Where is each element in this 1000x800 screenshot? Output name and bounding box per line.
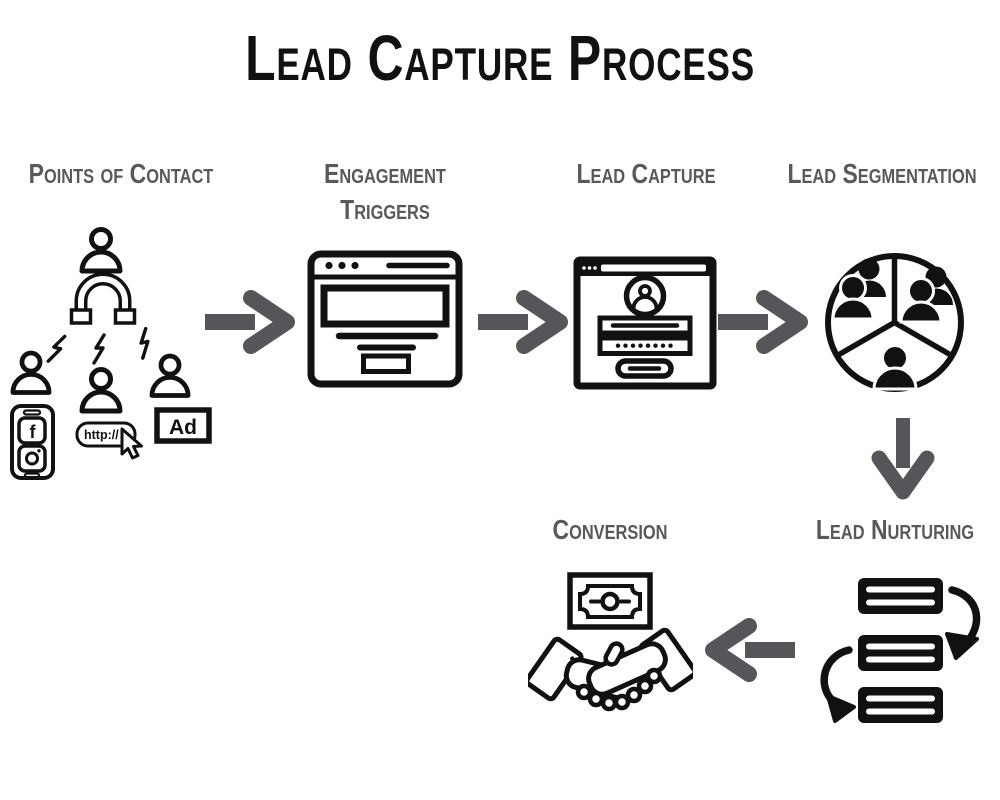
social-phone-icon: f: [10, 404, 55, 480]
profile-avatar-icon: [623, 274, 667, 318]
facebook-letter: f: [30, 422, 37, 442]
diagram-title: Lead Capture Process: [245, 22, 755, 94]
lightning-bolt-icon: [92, 333, 106, 365]
audience-group-icon: [872, 344, 918, 391]
message-sequence-icon: [820, 578, 981, 723]
stage-label-engagement-triggers: Engagement Triggers: [324, 158, 446, 225]
flow-arrow-left-icon: [705, 618, 795, 682]
curved-arrow-down-icon: [820, 646, 856, 723]
banknote-icon: [567, 572, 653, 630]
password-field-icon: [597, 335, 693, 356]
audience-group-icon: [831, 258, 886, 321]
url-text: http://: [84, 428, 119, 442]
person-icon: [13, 353, 49, 392]
flow-arrow-down-icon: [871, 418, 935, 500]
magnet-attracting-people-icon: f http:// Ad: [10, 222, 212, 480]
handshake-icon: [528, 627, 693, 712]
flow-arrow-right-icon: [718, 290, 808, 354]
browser-landing-page-icon: [307, 250, 463, 388]
stage-label-lead-capture: Lead Capture: [576, 158, 716, 189]
flow-arrow-right-icon: [205, 290, 295, 354]
curved-arrow-down-icon: [945, 586, 981, 660]
message-card-icon: [858, 635, 943, 671]
cursor-icon: [120, 427, 143, 460]
username-field-icon: [597, 315, 693, 336]
stage-label-lead-nurturing: Lead Nurturing: [815, 514, 975, 545]
stage-label-lead-segmentation: Lead Segmentation: [787, 158, 977, 189]
audience-group-icon: [899, 266, 953, 324]
person-icon: [82, 370, 120, 412]
facebook-icon: f: [17, 416, 47, 445]
lightning-bolt-icon: [134, 326, 155, 360]
login-form-window-icon: [573, 256, 717, 390]
stage-label-points-of-contact: Points of Contact: [28, 158, 214, 189]
handshake-money-icon: [528, 572, 693, 712]
magnet-icon: [69, 272, 137, 325]
segmented-audience-circle-icon: [825, 253, 964, 392]
instagram-icon: [17, 444, 47, 473]
submit-button-icon: [615, 358, 674, 379]
person-icon: [82, 230, 120, 272]
ad-label: Ad: [169, 416, 197, 439]
lightning-bolt-icon: [46, 332, 67, 366]
message-card-icon: [858, 578, 943, 614]
person-icon: [152, 356, 188, 395]
message-card-icon: [858, 687, 943, 723]
ad-icon: Ad: [154, 407, 212, 444]
flow-arrow-right-icon: [478, 290, 568, 354]
stage-label-conversion: Conversion: [552, 514, 668, 545]
